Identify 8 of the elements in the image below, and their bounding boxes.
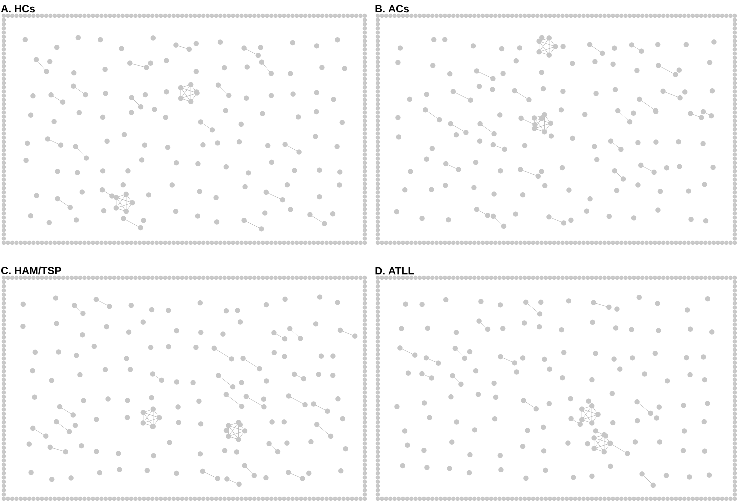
node-label: A. HCs — [1, 5, 36, 13]
node-label: C. HAM/TSP — [1, 266, 62, 275]
network-panel: A. HCs — [1, 5, 366, 244]
network-panel: C. HAM/TSP — [1, 266, 366, 500]
node-label: B. ACs — [376, 5, 410, 13]
node-label: D. ATLL — [376, 267, 414, 275]
network-panel: D. ATLL — [376, 267, 736, 500]
network-panel: B. ACs — [376, 5, 736, 244]
